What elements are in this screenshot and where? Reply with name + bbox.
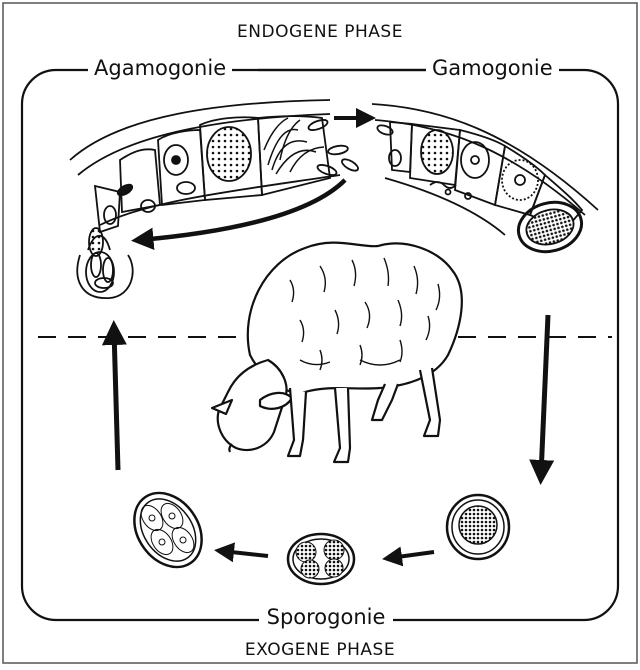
exogenous-phase-label: EXOGENE PHASE — [0, 642, 640, 659]
gamogony-label: Gamogonie — [426, 58, 559, 79]
sporogony-text: Sporogonie — [259, 605, 394, 629]
arrow-ingestion — [114, 330, 118, 470]
agamogony-label: Agamogonie — [88, 58, 232, 79]
arrow-excretion — [541, 315, 548, 475]
arrow-sporulation-2 — [222, 551, 268, 556]
sheep-illustration — [212, 243, 462, 462]
intestinal-epithelium-right — [372, 104, 598, 258]
sporogony-label: Sporogonie — [0, 607, 640, 628]
intestinal-epithelium-left — [70, 100, 360, 232]
oocyst-unsporulated — [447, 495, 509, 559]
endogenous-phase-label: ENDOGENE PHASE — [0, 24, 640, 41]
oocyst-sporulating — [288, 534, 354, 584]
oocyst-sporulated — [120, 480, 215, 580]
arrow-sporulation-1 — [390, 552, 434, 558]
schizont-left — [77, 206, 132, 298]
